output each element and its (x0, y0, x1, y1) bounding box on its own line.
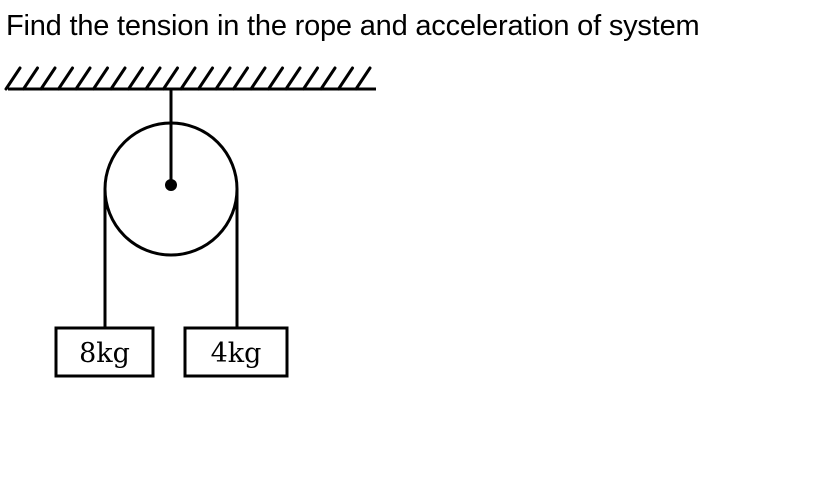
hatch-mark (22, 66, 39, 91)
hatch-mark (74, 66, 92, 91)
hatch-mark (337, 66, 354, 91)
hatch-mark (179, 66, 197, 91)
hatch-mark (127, 66, 144, 91)
left-mass-label: 8kg (79, 338, 130, 369)
hatch-mark (302, 66, 319, 91)
hatch-mark (162, 66, 179, 91)
hatch-mark (109, 66, 127, 91)
right-mass-box (183, 326, 289, 378)
hatch-mark (267, 66, 284, 91)
hatch-mark (92, 66, 109, 91)
hatch-mark (57, 66, 74, 91)
hatch-mark (319, 66, 337, 91)
hatch-mark (197, 66, 214, 91)
hatch-mark (4, 66, 22, 91)
hatch-mark (249, 66, 267, 91)
hatch-mark (354, 66, 372, 91)
right-mass-label: 4kg (211, 338, 262, 369)
ceiling-hatching (4, 66, 372, 91)
right-mass-block: 4kg (183, 326, 289, 378)
hatch-mark (214, 66, 232, 91)
question-text: Find the tension in the rope and acceler… (6, 10, 700, 42)
hatch-mark (144, 66, 162, 91)
left-mass-box (54, 326, 155, 378)
left-mass-block: 8kg (54, 326, 155, 378)
hatch-mark (39, 66, 57, 91)
hatch-mark (232, 66, 249, 91)
hatch-mark (284, 66, 302, 91)
pulley-axle (165, 179, 177, 191)
ceiling-support (4, 66, 376, 91)
